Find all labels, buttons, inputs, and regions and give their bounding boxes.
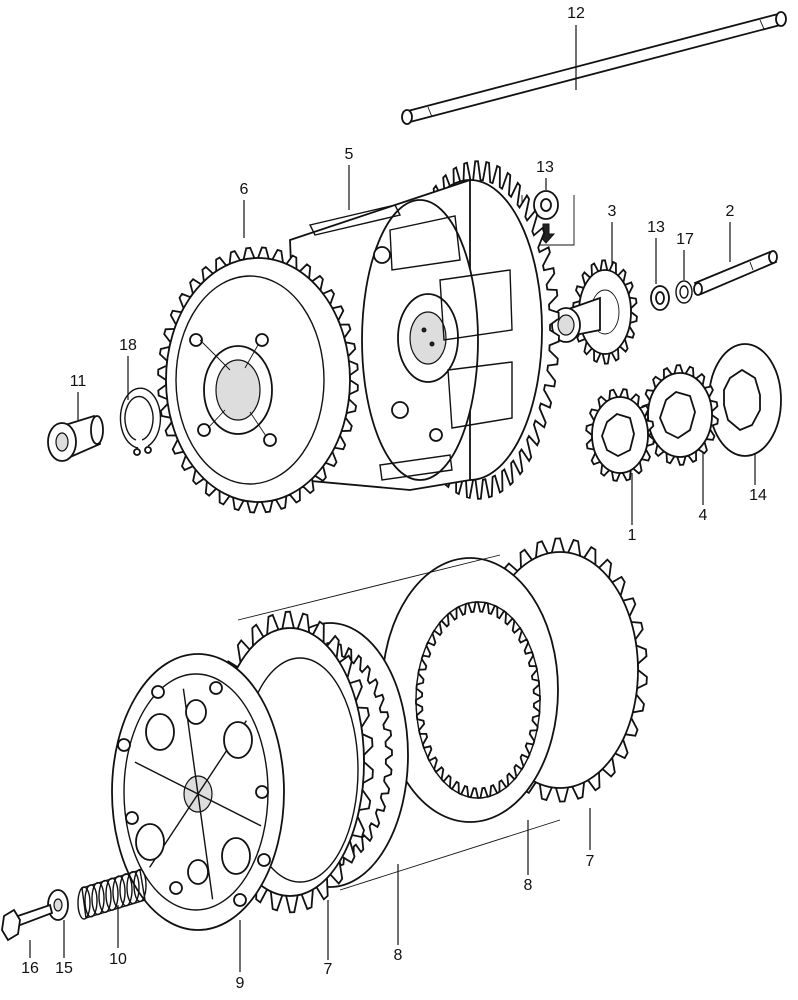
callout-8-left: 8 — [393, 947, 403, 964]
callout-8-right: 8 — [523, 877, 533, 894]
leader-lines — [29, 25, 756, 972]
gear-part-1 — [585, 388, 655, 482]
spring-coil — [112, 875, 126, 909]
callout-4: 4 — [698, 507, 708, 524]
pressure-plate-spoke — [197, 793, 214, 900]
snap-ring-part-18 — [119, 387, 162, 456]
washer-part-13-upper — [521, 190, 575, 246]
spring-coil — [126, 870, 140, 905]
washer-part-13-lower — [650, 285, 670, 311]
callout-5: 5 — [344, 146, 354, 163]
callout-1: 1 — [627, 527, 637, 544]
callout-9: 9 — [235, 975, 245, 992]
pressure-plate-spoke — [182, 688, 199, 795]
bolt-part-16 — [1, 903, 54, 942]
spring-coil — [119, 873, 133, 907]
callout-14: 14 — [749, 487, 767, 504]
gear-part-4 — [641, 364, 719, 466]
circlip-part-17 — [675, 280, 693, 304]
callout-10: 10 — [109, 951, 127, 968]
assembly-envelope — [237, 554, 561, 891]
spring-coil — [91, 881, 105, 916]
callout-7-right: 7 — [585, 853, 595, 870]
callout-15: 15 — [55, 960, 73, 977]
washer-part-15 — [47, 889, 69, 921]
shaft-part-2 — [693, 250, 778, 296]
spring-coil — [105, 877, 119, 911]
callout-17: 17 — [676, 231, 694, 248]
callout-7-left: 7 — [323, 961, 333, 978]
spring-coil — [133, 868, 147, 903]
collar-part-11 — [47, 414, 104, 462]
spring-coil — [98, 879, 112, 914]
callout-12: 12 — [567, 5, 585, 22]
callout-6: 6 — [239, 181, 249, 198]
thrust-washer-part-14 — [708, 343, 782, 457]
pressure-plate-spoke — [197, 793, 262, 827]
gear-part-3 — [551, 259, 638, 365]
clutch-center-part-6 — [157, 246, 359, 514]
callout-13-lower: 13 — [647, 219, 665, 236]
spring-coil — [84, 884, 98, 918]
callout-13-upper: 13 — [536, 159, 554, 176]
pushrod-part-12 — [401, 11, 787, 125]
spring-coil — [77, 886, 91, 920]
callout-2: 2 — [725, 203, 735, 220]
callout-3: 3 — [607, 203, 617, 220]
clutch-plate-part-8-right — [381, 557, 559, 823]
clutch-outer-part-5 — [289, 160, 560, 500]
spring-part-10 — [77, 868, 147, 920]
callout-11: 11 — [69, 373, 87, 390]
pressure-plate-spoke — [134, 761, 199, 795]
callout-16: 16 — [21, 960, 39, 977]
callout-18: 18 — [119, 337, 137, 354]
pressure-plate-part-9 — [111, 653, 285, 931]
